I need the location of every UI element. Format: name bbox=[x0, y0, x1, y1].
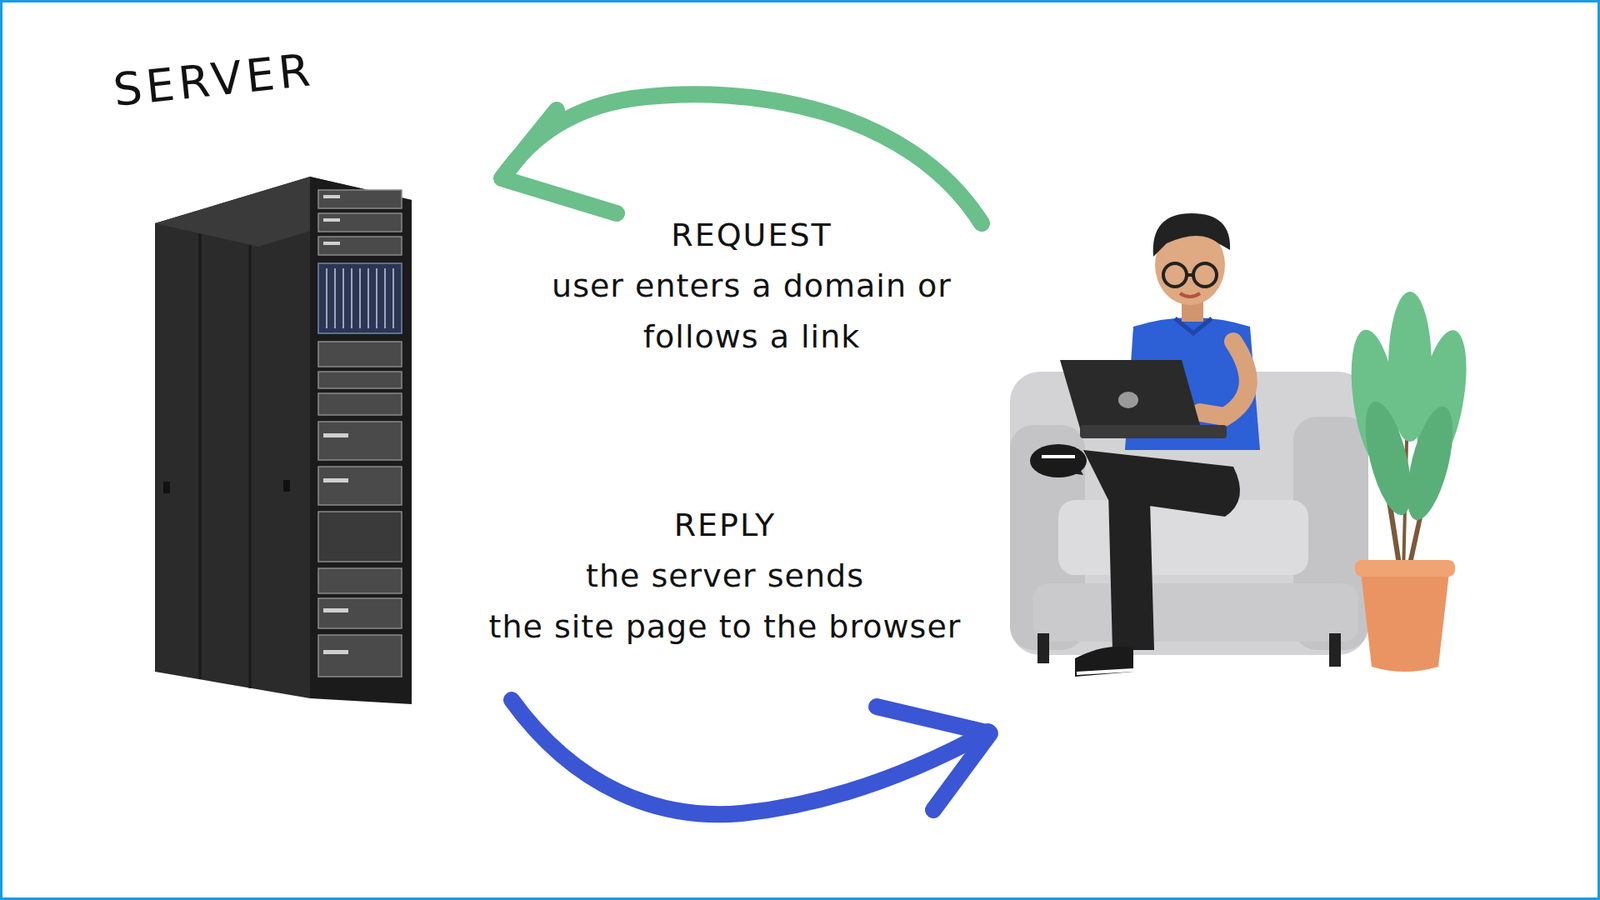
reply-heading: REPLY bbox=[674, 500, 777, 551]
plant bbox=[1343, 291, 1475, 672]
text-line: follows a link bbox=[551, 311, 952, 363]
text-line: the site page to the browser bbox=[489, 601, 962, 653]
user-illustration bbox=[1010, 213, 1369, 677]
request-text: user enters a domain or follows a link bbox=[551, 260, 952, 363]
server-heading: SERVER bbox=[110, 40, 318, 120]
reply-arrow bbox=[511, 700, 990, 815]
request-heading: REQUEST bbox=[670, 210, 832, 261]
text-line: the server sends bbox=[489, 550, 962, 602]
reply-text: the server sends the site page to the br… bbox=[489, 550, 962, 653]
server-rack bbox=[155, 176, 412, 705]
request-arrow bbox=[501, 94, 982, 224]
text-line: user enters a domain or bbox=[551, 260, 952, 312]
